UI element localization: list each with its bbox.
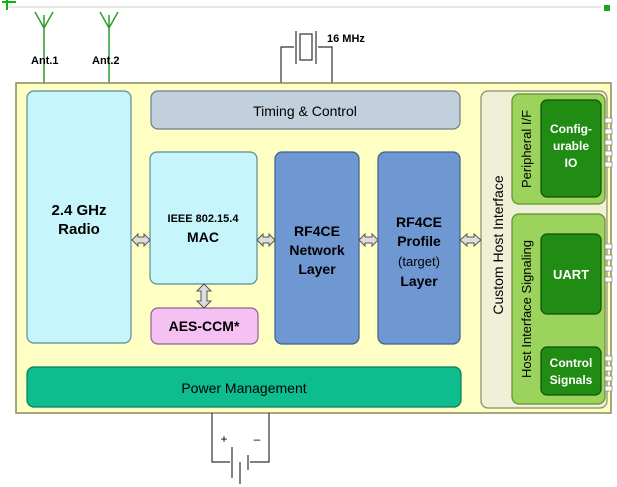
configurable-io-block: [540, 99, 602, 198]
radio-block: [26, 90, 132, 344]
network-layer-line3: Layer: [298, 261, 336, 277]
profile-layer-line2: Profile: [397, 233, 441, 249]
battery-minus-label: –: [254, 432, 261, 446]
timing-control-label: Timing & Control: [253, 103, 357, 119]
radio-label-line1: 2.4 GHz: [51, 202, 106, 219]
uart-block: [540, 233, 602, 315]
configurable-io-line2: urable: [553, 139, 589, 153]
radio-mac-arrow: [131, 232, 151, 248]
mac-label-line2: MAC: [187, 229, 219, 245]
host-interface-signaling-label: Host Interface Signaling: [519, 240, 534, 378]
power-management-label: Power Management: [181, 380, 306, 396]
profile-layer-line1: RF4CE: [396, 214, 442, 230]
timing-control-block: [150, 90, 461, 130]
configurable-io-line3: IO: [565, 156, 578, 170]
control-signals-block: [540, 346, 602, 396]
aes-ccm-label: AES-CCM*: [169, 318, 240, 334]
profile-layer-line3: (target): [398, 254, 440, 269]
uart-label: UART: [553, 267, 589, 282]
crystal-icon: [280, 31, 333, 84]
peripheral-if-label: Peripheral I/F: [519, 110, 534, 188]
antenna-1-label: Ant.1: [31, 55, 59, 67]
mac-network-arrow: [256, 232, 276, 248]
connector-arrows: [131, 232, 482, 309]
network-layer-line2: Network: [289, 242, 344, 258]
crystal-frequency: 16 MHz: [327, 33, 365, 45]
mac-aes-arrow: [195, 283, 213, 309]
profile-layer-block: [377, 151, 461, 345]
custom-host-interface-label: Custom Host Interface: [490, 175, 506, 314]
network-profile-arrow: [358, 232, 379, 248]
radio-label-line2: Radio: [58, 221, 100, 238]
page-frame: [2, 0, 610, 11]
control-signals-line2: Signals: [550, 373, 593, 387]
control-signals-line1: Control: [550, 356, 593, 370]
battery-icon: [211, 413, 270, 484]
antenna-2-label: Ant.2: [92, 55, 120, 67]
mac-label-line1: IEEE 802.15.4: [168, 213, 240, 225]
battery-plus-label: +: [220, 432, 227, 446]
network-layer-line1: RF4CE: [294, 223, 340, 239]
io-pins: [604, 117, 613, 392]
configurable-io-line1: Config-: [550, 122, 592, 136]
profile-host-arrow: [459, 232, 482, 248]
antenna-2-icon: [99, 11, 119, 84]
antenna-1-icon: [34, 11, 54, 84]
power-management-block: [26, 366, 462, 408]
network-layer-block: [274, 151, 360, 345]
profile-layer-line4: Layer: [400, 273, 438, 289]
